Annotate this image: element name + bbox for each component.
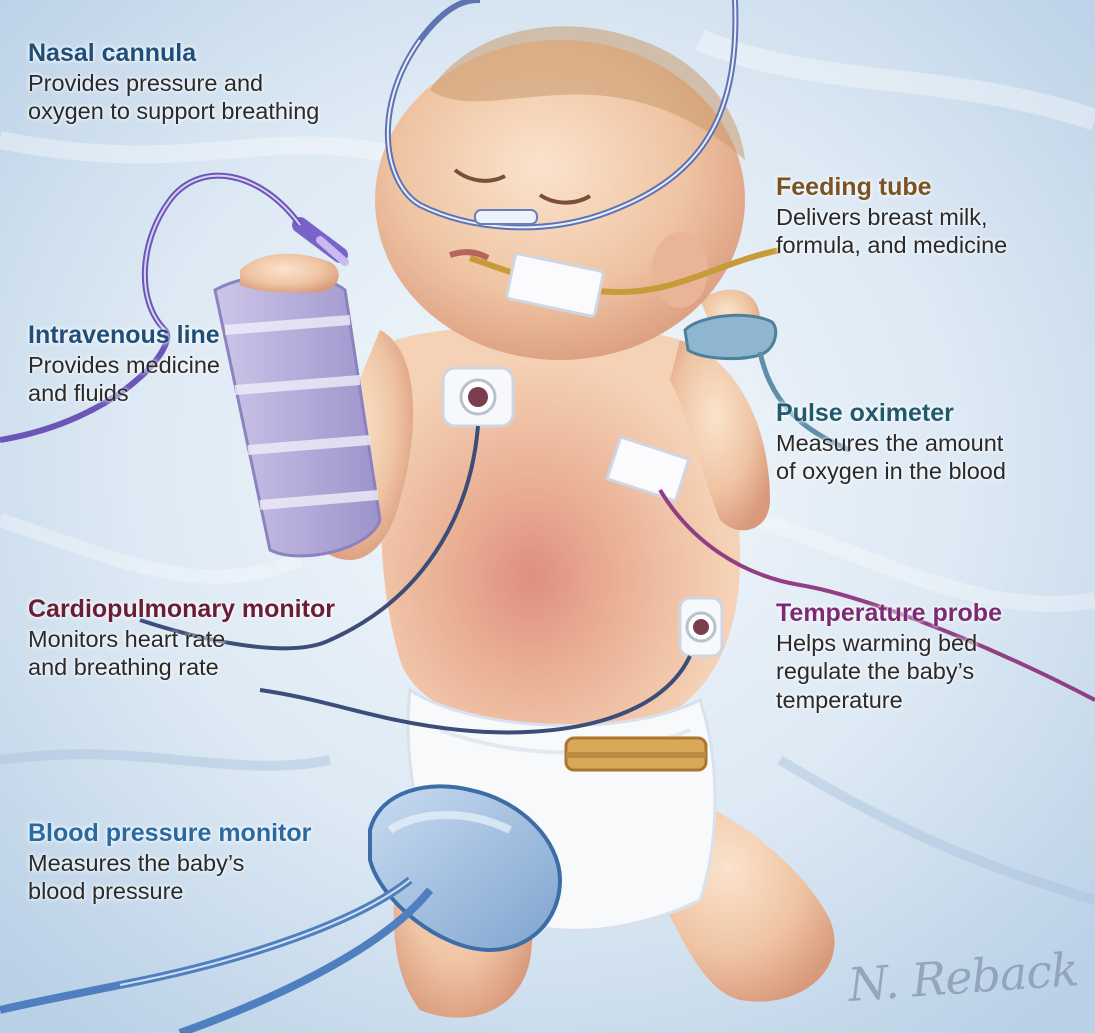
feeding-tube-title: Feeding tube	[776, 172, 1007, 203]
temperature-probe-desc-line: regulate the baby’s	[776, 657, 1002, 686]
intravenous-line-desc-line: and fluids	[28, 379, 220, 408]
feeding-tube-desc-line: formula, and medicine	[776, 231, 1007, 260]
temperature-probe-desc-line: Helps warming bed	[776, 629, 1002, 658]
blood-pressure-monitor-desc-line: Measures the baby’s	[28, 849, 311, 878]
cardiopulmonary-monitor-description: Monitors heart rate and breathing rate	[28, 625, 335, 682]
cardiopulmonary-monitor-desc-line: Monitors heart rate	[28, 625, 335, 654]
callout-nasal-cannula: Nasal cannula Provides pressure and oxyg…	[28, 38, 319, 126]
feeding-tube-desc-line: Delivers breast milk,	[776, 203, 1007, 232]
temperature-probe-desc-line: temperature	[776, 686, 1002, 715]
pulse-oximeter-desc-line: of oxygen in the blood	[776, 457, 1006, 486]
blood-pressure-monitor-description: Measures the baby’s blood pressure	[28, 849, 311, 906]
blood-pressure-monitor-title: Blood pressure monitor	[28, 818, 311, 849]
nasal-cannula-title: Nasal cannula	[28, 38, 319, 69]
temperature-probe-description: Helps warming bed regulate the baby’s te…	[776, 629, 1002, 715]
callout-intravenous-line: Intravenous line Provides medicine and f…	[28, 320, 220, 408]
callout-temperature-probe: Temperature probe Helps warming bed regu…	[776, 598, 1002, 714]
pulse-oximeter-title: Pulse oximeter	[776, 398, 1006, 429]
temperature-probe-title: Temperature probe	[776, 598, 1002, 629]
blood-pressure-monitor-desc-line: blood pressure	[28, 877, 311, 906]
intravenous-line-title: Intravenous line	[28, 320, 220, 351]
callout-feeding-tube: Feeding tube Delivers breast milk, formu…	[776, 172, 1007, 260]
intravenous-line-description: Provides medicine and fluids	[28, 351, 220, 408]
nasal-cannula-desc-line: oxygen to support breathing	[28, 97, 319, 126]
feeding-tube-description: Delivers breast milk, formula, and medic…	[776, 203, 1007, 260]
cardiopulmonary-monitor-desc-line: and breathing rate	[28, 653, 335, 682]
callout-cardiopulmonary-monitor: Cardiopulmonary monitor Monitors heart r…	[28, 594, 335, 682]
pulse-oximeter-desc-line: Measures the amount	[776, 429, 1006, 458]
callout-blood-pressure-monitor: Blood pressure monitor Measures the baby…	[28, 818, 311, 906]
cardiopulmonary-monitor-title: Cardiopulmonary monitor	[28, 594, 335, 625]
nasal-cannula-desc-line: Provides pressure and	[28, 69, 319, 98]
nasal-cannula-description: Provides pressure and oxygen to support …	[28, 69, 319, 126]
pulse-oximeter-description: Measures the amount of oxygen in the blo…	[776, 429, 1006, 486]
callout-pulse-oximeter: Pulse oximeter Measures the amount of ox…	[776, 398, 1006, 486]
intravenous-line-desc-line: Provides medicine	[28, 351, 220, 380]
